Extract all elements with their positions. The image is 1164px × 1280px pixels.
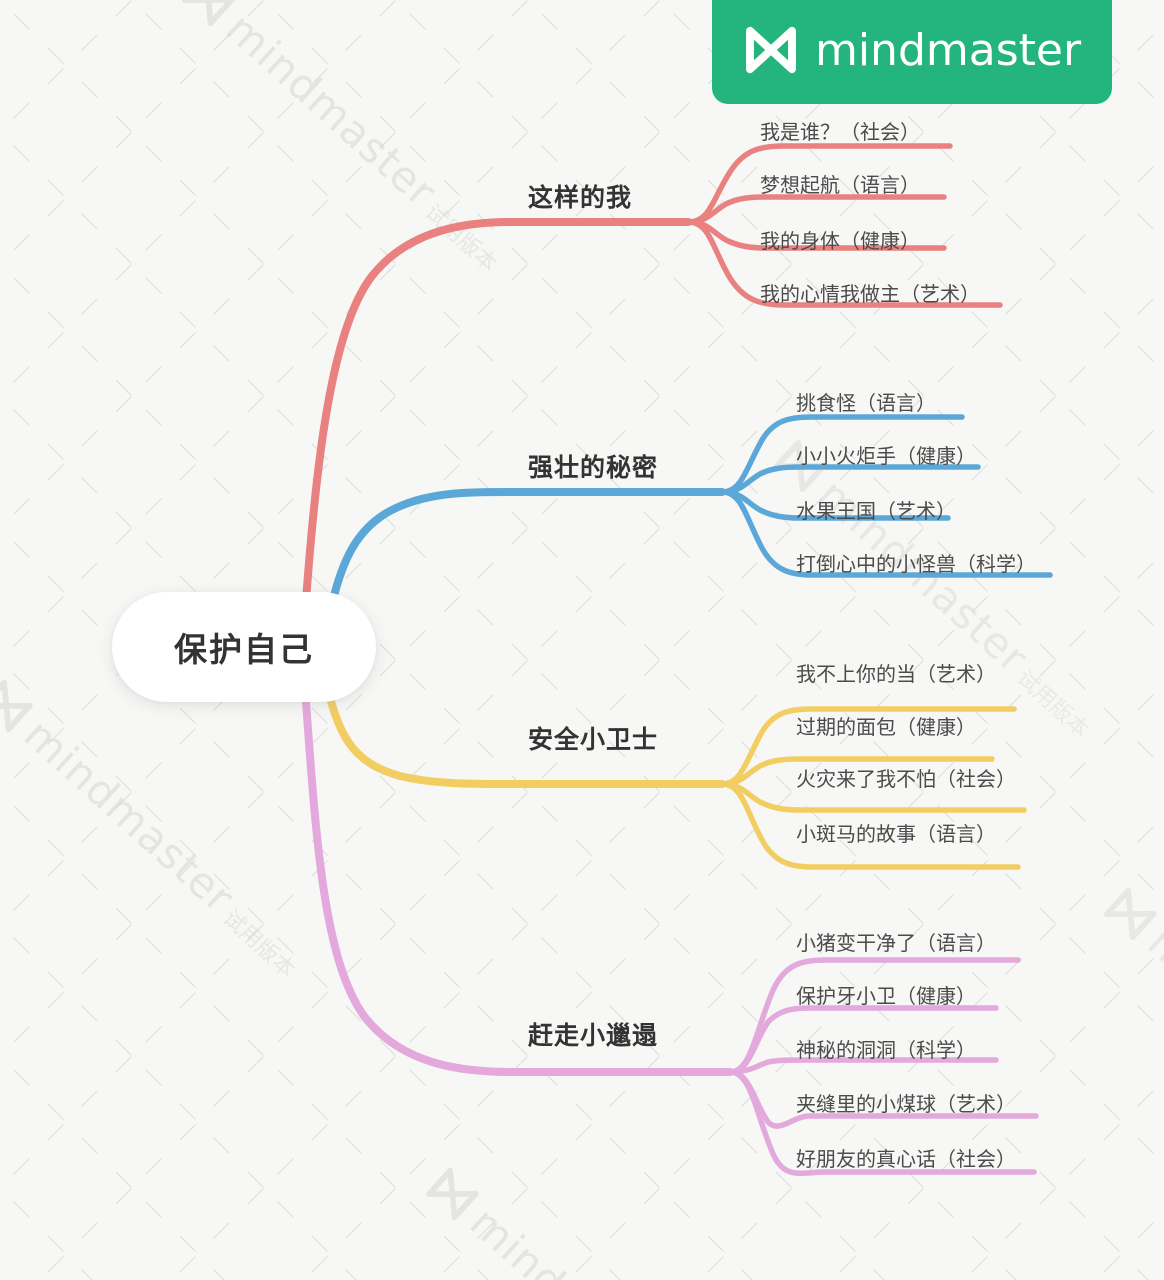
watermark-sub: 试用版本 — [420, 198, 503, 277]
leaf-label-1-1[interactable]: 我是谁？（社会） — [760, 120, 920, 144]
mindmaster-brand-badge[interactable]: mindmaster — [712, 0, 1112, 104]
leaf-label-2-4[interactable]: 打倒心中的小怪兽（科学） — [796, 552, 1036, 576]
leaf-label-2-2[interactable]: 小小火炬手（健康） — [796, 444, 976, 468]
leaf-label-4-3[interactable]: 神秘的洞洞（科学） — [796, 1038, 976, 1062]
mindmaster-m-icon — [426, 1167, 479, 1220]
branch-title-1[interactable]: 这样的我 — [528, 183, 633, 212]
root-node[interactable]: 保护自己 — [112, 592, 376, 702]
mindmaster-m-icon — [0, 679, 33, 732]
mindmaster-m-icon — [1104, 887, 1157, 940]
leaf-label-3-4[interactable]: 小斑马的故事（语言） — [796, 822, 996, 846]
watermark-sub: 试用版本 — [1012, 664, 1095, 743]
leaf-label-2-1[interactable]: 挑食怪（语言） — [796, 391, 936, 415]
watermark-tile: mindmaster 试用版本 — [419, 1160, 759, 1280]
leaf-label-4-4[interactable]: 夹缝里的小煤球（艺术） — [796, 1092, 1016, 1116]
leaf-label-3-3[interactable]: 火灾来了我不怕（社会） — [796, 767, 1016, 791]
watermark-tile: mindmaster 试用版本 — [1097, 880, 1164, 1193]
leaf-label-4-1[interactable]: 小猪变干净了（语言） — [796, 931, 996, 955]
brand-name-label: mindmaster — [814, 24, 1082, 76]
leaf-label-1-4[interactable]: 我的心情我做主（艺术） — [760, 282, 980, 306]
watermark-tile: mindmaster 试用版本 — [175, 0, 515, 279]
branch-title-3[interactable]: 安全小卫士 — [528, 725, 659, 754]
leaf-label-4-5[interactable]: 好朋友的真心话（社会） — [796, 1147, 1016, 1171]
mindmaster-m-icon — [182, 0, 235, 26]
branch-connector-1 — [302, 143, 1003, 604]
leaf-label-3-1[interactable]: 我不上你的当（艺术） — [796, 662, 996, 686]
watermark-sub: 试用版本 — [218, 904, 301, 983]
branch-title-2[interactable]: 强壮的秘密 — [528, 453, 659, 482]
watermark-brand: mindmaster — [216, 3, 446, 217]
watermark-tile: mindmaster 试用版本 — [0, 672, 314, 985]
mindmaster-m-icon — [746, 26, 796, 74]
watermark-tile: mindmaster 试用版本 — [767, 432, 1107, 745]
leaf-label-1-2[interactable]: 梦想起航（语言） — [760, 173, 920, 197]
branch-title-4[interactable]: 赶走小邋遢 — [528, 1021, 659, 1050]
root-node-label: 保护自己 — [174, 630, 314, 669]
watermark-brand: mindmaster — [461, 1197, 690, 1280]
watermark-brand: mindmaster — [14, 709, 244, 923]
leaf-label-2-3[interactable]: 水果王国（艺术） — [796, 499, 956, 523]
leaf-label-1-3[interactable]: 我的身体（健康） — [760, 229, 920, 253]
leaf-label-3-2[interactable]: 过期的面包（健康） — [796, 715, 976, 739]
watermark-brand: mindmaster — [1138, 917, 1164, 1131]
leaf-label-4-2[interactable]: 保护牙小卫（健康） — [796, 984, 976, 1008]
